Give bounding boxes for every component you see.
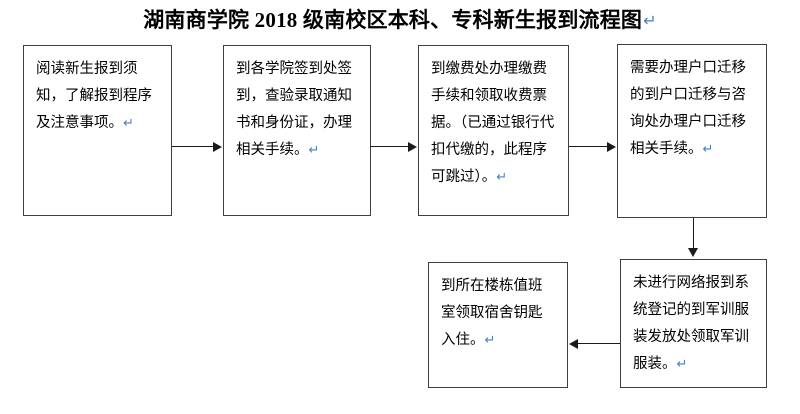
flow-box-step-6-text: 到所在楼栋值班室领取宿舍钥匙入住。↵ [429, 263, 567, 354]
page-title-text: 湖南商学院 2018 级南校区本科、专科新生报到流程图 [143, 8, 643, 32]
flow-box-step-3-label: 到缴费处办理缴费手续和领取收费票据。（已通过银行代扣代缴的，此程序可跳过）。 [431, 61, 555, 185]
flow-box-step-1-label: 阅读新生报到须知，了解报到程序及注意事项。 [36, 61, 152, 131]
flow-box-step-6[interactable]: 到所在楼栋值班室领取宿舍钥匙入住。↵ [428, 262, 568, 388]
connector-arrow-5-6-head [569, 338, 578, 349]
connector-arrow-1-2-line [172, 146, 214, 147]
connector-arrow-4-5-head [688, 248, 698, 257]
flow-box-step-2-label: 到各学院签到处签到，查验录取通知书和身份证，办理相关手续。 [236, 61, 352, 158]
flow-box-step-5[interactable]: 未进行网络报到系统登记的到军训服装发放处领取军训服装。↵ [620, 259, 767, 388]
flow-box-step-5-text: 未进行网络报到系统登记的到军训服装发放处领取军训服装。↵ [621, 260, 766, 378]
flow-box-step-3[interactable]: 到缴费处办理缴费手续和领取收费票据。（已通过银行代扣代缴的，此程序可跳过）。↵ [418, 45, 569, 216]
flow-box-step-1-text: 阅读新生报到须知，了解报到程序及注意事项。↵ [24, 46, 171, 137]
paragraph-mark-icon: ↵ [496, 170, 508, 185]
paragraph-mark-icon: ↵ [676, 357, 688, 372]
paragraph-mark-icon: ↵ [308, 143, 320, 158]
flow-box-step-5-label: 未进行网络报到系统登记的到军训服装发放处领取军训服装。 [633, 275, 749, 372]
connector-arrow-4-5-line [693, 218, 694, 249]
connector-arrow-3-4-head [607, 141, 616, 152]
page-title: 湖南商学院 2018 级南校区本科、专科新生报到流程图↵ [0, 6, 800, 35]
flow-box-step-2-text: 到各学院签到处签到，查验录取通知书和身份证，办理相关手续。↵ [224, 46, 370, 164]
paragraph-mark-icon: ↵ [123, 116, 134, 131]
flow-box-step-3-text: 到缴费处办理缴费手续和领取收费票据。（已通过银行代扣代缴的，此程序可跳过）。↵ [419, 46, 568, 191]
flow-box-step-4-text: 需要办理户口迁移的到户口迁移与咨询处办理户口迁移相关手续。↵ [618, 45, 766, 163]
connector-arrow-3-4-line [569, 146, 608, 147]
paragraph-mark-icon: ↵ [643, 11, 657, 30]
connector-arrow-2-3-head [408, 141, 417, 152]
paragraph-mark-icon: ↵ [484, 333, 496, 348]
connector-arrow-5-6-line [578, 343, 620, 344]
connector-arrow-1-2-head [213, 141, 222, 152]
paragraph-mark-icon: ↵ [702, 142, 714, 157]
connector-arrow-2-3-line [371, 146, 409, 147]
flow-box-step-4[interactable]: 需要办理户口迁移的到户口迁移与咨询处办理户口迁移相关手续。↵ [617, 44, 767, 218]
flow-box-step-4-label: 需要办理户口迁移的到户口迁移与咨询处办理户口迁移相关手续。 [630, 60, 746, 157]
flow-box-step-2[interactable]: 到各学院签到处签到，查验录取通知书和身份证，办理相关手续。↵ [223, 45, 371, 216]
flow-box-step-1[interactable]: 阅读新生报到须知，了解报到程序及注意事项。↵ [23, 45, 172, 216]
flow-box-step-6-label: 到所在楼栋值班室领取宿舍钥匙入住。 [441, 278, 543, 348]
